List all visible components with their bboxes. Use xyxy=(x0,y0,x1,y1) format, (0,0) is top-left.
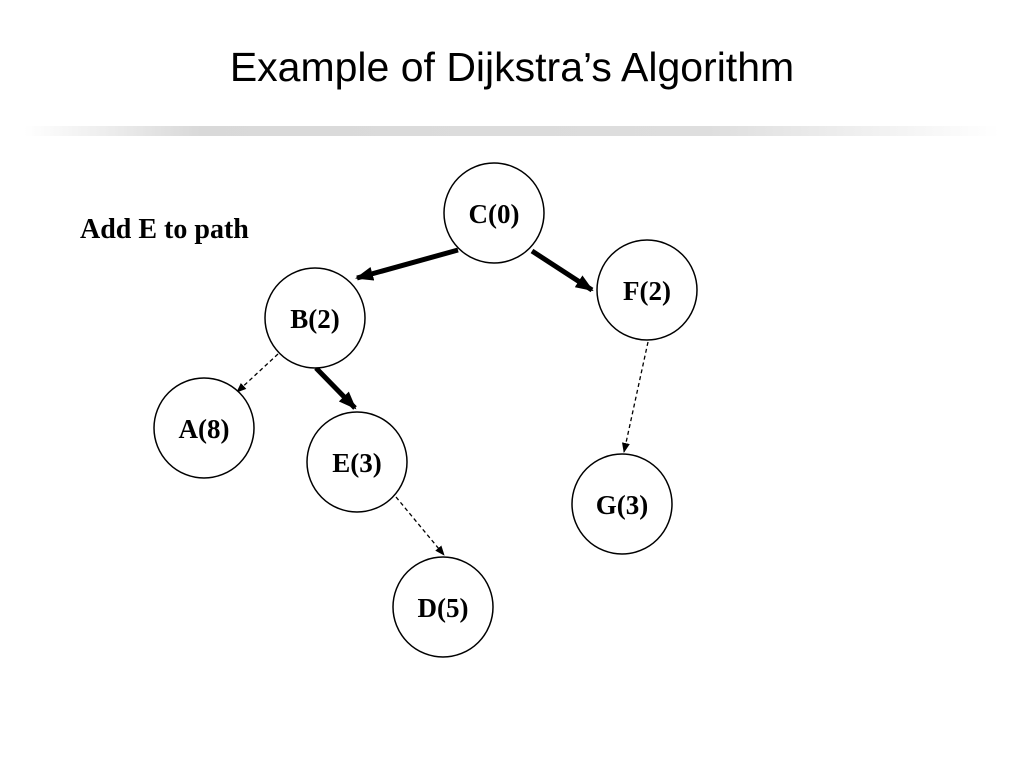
node-g: G(3) xyxy=(571,453,673,555)
node-b: B(2) xyxy=(264,267,366,369)
edge-c-b xyxy=(355,247,459,281)
node-d-label: D(5) xyxy=(418,593,469,623)
node-a-label: A(8) xyxy=(179,414,230,444)
edge-b-e xyxy=(314,366,357,410)
edge-f-g xyxy=(622,341,649,453)
node-e-label: E(3) xyxy=(332,448,382,478)
title-divider xyxy=(24,126,1000,136)
edge-b-a xyxy=(236,353,279,393)
slide-title: Example of Dijkstra’s Algorithm xyxy=(229,44,795,90)
node-g-label: G(3) xyxy=(596,490,648,520)
edge-e-d xyxy=(395,496,445,556)
node-f-label: F(2) xyxy=(623,276,671,306)
node-d: D(5) xyxy=(392,556,494,658)
edge-c-f xyxy=(530,248,594,293)
node-c-label: C(0) xyxy=(469,199,520,229)
node-f: F(2) xyxy=(596,239,698,341)
step-label: Add E to path xyxy=(80,214,249,245)
node-a: A(8) xyxy=(153,377,255,479)
node-e: E(3) xyxy=(306,411,408,513)
node-b-label: B(2) xyxy=(290,304,340,334)
node-c: C(0) xyxy=(443,162,545,264)
